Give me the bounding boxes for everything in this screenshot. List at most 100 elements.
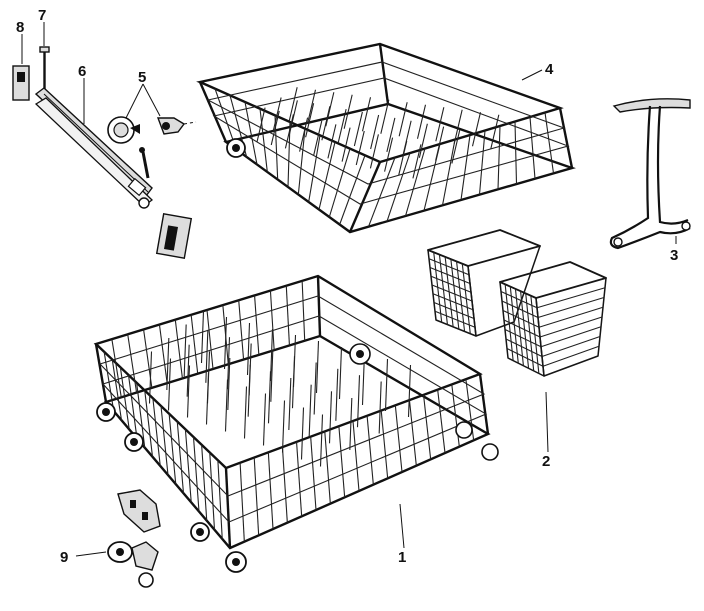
- upper-rack-tine: [369, 134, 379, 169]
- basket-wire: [432, 293, 474, 311]
- callout-4: 4: [545, 61, 554, 78]
- callout-3: 3: [670, 247, 678, 264]
- upper-rack-tine: [256, 107, 266, 142]
- lower-rack-wire: [152, 398, 161, 466]
- upper-rack-tine: [306, 89, 317, 124]
- part-5-rollers: [107, 116, 197, 144]
- upper-rack-tine: [343, 94, 353, 129]
- lower-rack-wire: [209, 452, 216, 530]
- lower-rack-wire: [301, 280, 306, 341]
- upper-rack-tine: [453, 109, 463, 144]
- upper-rack-tine: [412, 144, 422, 179]
- lower-rack-wire: [192, 436, 200, 512]
- upper-rack-wire: [404, 148, 426, 217]
- upper-rack-tine: [272, 97, 282, 132]
- lower-rack-tine: [269, 328, 274, 382]
- pin: [139, 147, 150, 179]
- lower-rack-wire: [324, 431, 331, 504]
- upper-rack-wire: [386, 152, 411, 222]
- lower-rack-wire: [217, 460, 223, 539]
- upper-rack-wire: [460, 134, 471, 201]
- part-8-end-cap: [12, 65, 30, 101]
- basket-wire: [428, 258, 470, 276]
- basket-wire: [504, 329, 542, 348]
- lower-rack-tine: [288, 377, 292, 431]
- lower-rack-tine: [243, 386, 248, 439]
- lower-rack-tine: [315, 340, 320, 394]
- part-7-screw: [39, 46, 50, 90]
- callout-9: 9: [60, 549, 68, 566]
- lower-rack-wire: [168, 413, 177, 485]
- upper-rack-tine: [451, 129, 461, 164]
- lower-rack-wire: [394, 405, 403, 473]
- upper-rack-tine: [313, 120, 323, 156]
- basket-wire: [506, 348, 544, 367]
- upper-rack-tine: [398, 102, 408, 137]
- lower-rack-tine: [384, 358, 389, 412]
- lower-rack-wire: [285, 285, 290, 346]
- lower-rack-wire: [160, 405, 169, 476]
- lower-rack-tine: [248, 343, 252, 396]
- lower-rack-tine: [186, 365, 191, 418]
- upper-rack-tine: [490, 114, 500, 149]
- upper-rack-tine: [337, 108, 347, 144]
- basket-wire: [542, 345, 600, 367]
- upper-rack-tine: [402, 120, 412, 155]
- upper-rack-wire: [318, 141, 336, 210]
- leader-lines: [21, 22, 677, 557]
- upper-rack-tine: [327, 124, 337, 159]
- lower-rack-wire: [267, 452, 274, 530]
- upper-rack-wire: [441, 139, 456, 206]
- upper-rack-tine: [355, 130, 365, 166]
- upper-rack-wire: [514, 121, 518, 185]
- lower-rack-wire: [239, 462, 245, 542]
- lower-rack-tine: [300, 407, 305, 460]
- basket-wire: [431, 284, 473, 302]
- upper-rack-tine: [418, 123, 428, 158]
- lower-rack-wire: [423, 394, 432, 460]
- lower-rack-tine: [166, 337, 170, 391]
- lower-rack-wire: [206, 309, 214, 370]
- lower-rack-tine: [205, 330, 209, 383]
- lower-rack-wire: [119, 367, 130, 430]
- upper-rack-wire: [544, 112, 555, 174]
- upper-rack-tine: [384, 137, 394, 172]
- lower-rack-wire: [111, 339, 122, 398]
- upper-rack-tine: [386, 117, 396, 153]
- lower-rack-wire: [281, 447, 288, 523]
- upper-rack-wire: [297, 128, 306, 195]
- part-3-handle: [609, 98, 691, 250]
- upper-rack-wire: [497, 125, 501, 190]
- lower-rack-wire: [127, 374, 138, 439]
- lower-rack-tine: [407, 364, 412, 418]
- basket-wire: [433, 301, 475, 320]
- lower-rack-tine: [319, 414, 324, 467]
- upper-rack-tine: [288, 100, 298, 135]
- upper-rack-tine: [353, 111, 363, 147]
- upper-rack-wire: [308, 135, 321, 203]
- upper-rack-wire: [367, 157, 396, 227]
- lower-rack-tine: [183, 324, 187, 377]
- lower-rack-wire: [184, 429, 192, 503]
- basket-wire: [503, 319, 541, 338]
- upper-rack-tine: [370, 114, 380, 150]
- upper-rack-tine: [299, 117, 309, 152]
- lower-rack-tine: [356, 375, 361, 428]
- upper-rack-tine: [270, 110, 280, 146]
- lower-rack-wire: [201, 444, 208, 521]
- lower-rack-wire: [158, 324, 168, 384]
- lower-rack-wire: [136, 382, 146, 448]
- upper-rack-wire: [259, 108, 268, 173]
- upper-rack-wire: [339, 155, 366, 225]
- upper-rack-tine: [341, 127, 351, 162]
- upper-rack-tine: [416, 104, 427, 139]
- lower-rack-wire: [238, 300, 245, 360]
- callout-2: 2: [542, 453, 550, 470]
- basket-wire: [434, 310, 476, 328]
- upper-rack-tine: [361, 97, 372, 132]
- upper-rack-wire: [529, 116, 536, 179]
- lower-rack-tine: [200, 310, 205, 364]
- lower-rack-tine: [378, 381, 382, 434]
- lower-rack-wire: [352, 420, 360, 492]
